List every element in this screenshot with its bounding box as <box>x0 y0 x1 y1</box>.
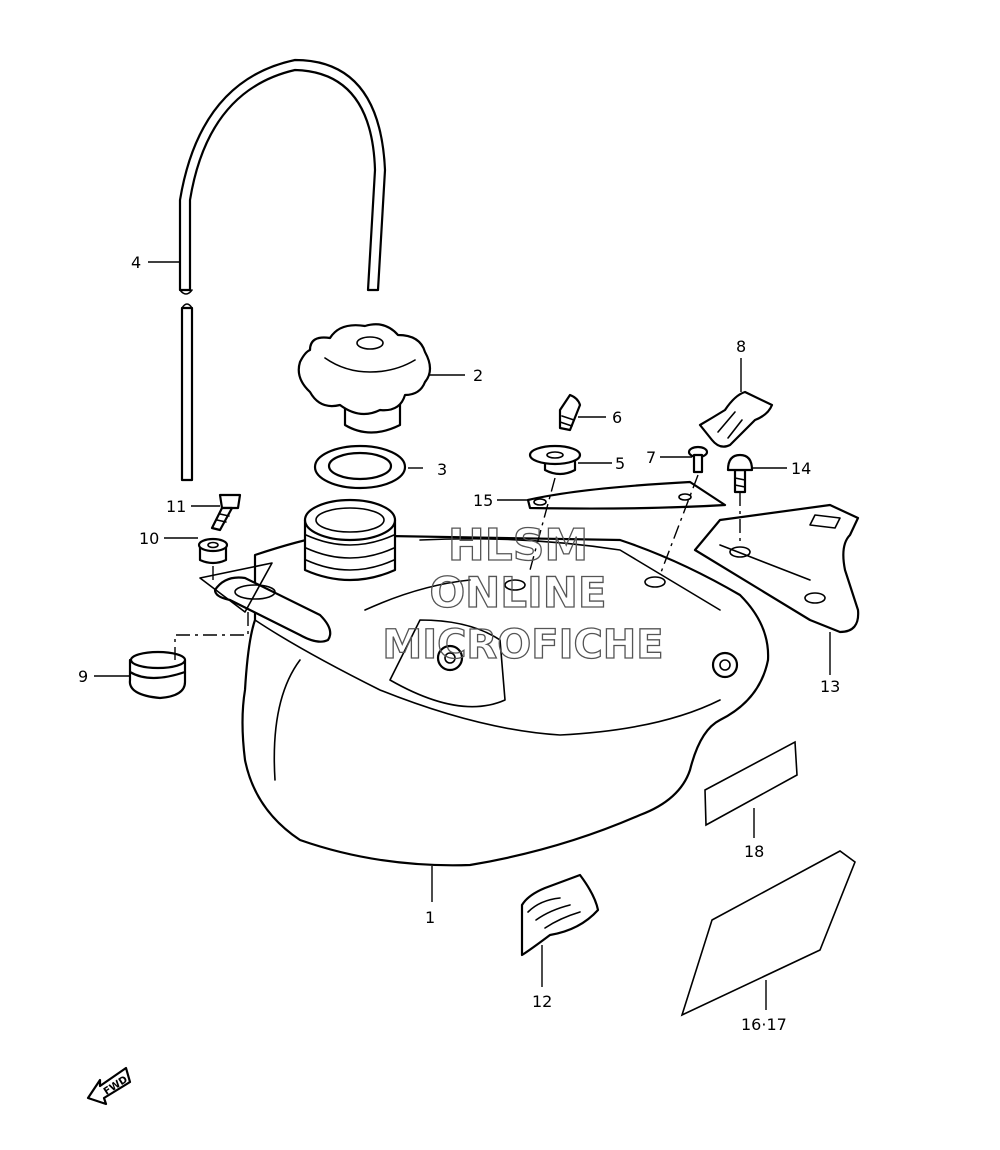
bolt-part-14 <box>726 453 754 494</box>
bolt-part-11 <box>210 493 242 532</box>
callout-18: 18 <box>744 842 764 861</box>
callout-11: 11 <box>166 497 186 516</box>
callout-8: 8 <box>736 337 746 356</box>
watermark-line-3: MICROFICHE <box>382 622 663 668</box>
bracket-part-13 <box>693 503 860 634</box>
callout-16-17: 16·17 <box>741 1015 787 1034</box>
watermark-line-1: HLSM <box>448 520 588 571</box>
callout-4: 4 <box>131 253 141 272</box>
tank-pad-part-15 <box>526 480 727 510</box>
callout-6: 6 <box>612 408 622 427</box>
cushion-part-12 <box>520 873 600 957</box>
screw-part-7 <box>687 445 709 474</box>
fuel-tank-part-1 <box>213 498 770 867</box>
breather-hose-part-4 <box>178 58 387 482</box>
callout-7: 7 <box>646 448 656 467</box>
callout-5: 5 <box>615 454 625 473</box>
damper-part-5 <box>528 444 582 476</box>
watermark-line-2: ONLINE <box>429 568 606 617</box>
forward-arrow-icon: FWD <box>86 1066 132 1106</box>
callout-15: 15 <box>473 491 493 510</box>
callout-13: 13 <box>820 677 840 696</box>
gasket-part-3 <box>313 444 407 490</box>
watermark: HLSM ONLINE MICROFICHE <box>382 519 665 668</box>
callout-1: 1 <box>425 908 435 927</box>
emblem-part-16-17 <box>680 850 856 1017</box>
label-part-18 <box>704 740 798 827</box>
cushion-part-9 <box>128 650 187 700</box>
collar-part-10 <box>197 537 229 565</box>
callout-2: 2 <box>473 366 483 385</box>
leader-lines <box>94 261 831 1010</box>
callout-9: 9 <box>78 667 88 686</box>
fuel-cap-part-2 <box>297 323 432 434</box>
clip-part-8 <box>698 390 774 448</box>
screw-part-6 <box>558 393 582 432</box>
callout-3: 3 <box>437 460 447 479</box>
callout-14: 14 <box>791 459 811 478</box>
callout-12: 12 <box>532 992 552 1011</box>
callout-10: 10 <box>139 529 159 548</box>
callout-labels: 1 2 3 4 5 6 7 8 9 10 11 12 13 14 15 16·1… <box>78 253 840 1034</box>
